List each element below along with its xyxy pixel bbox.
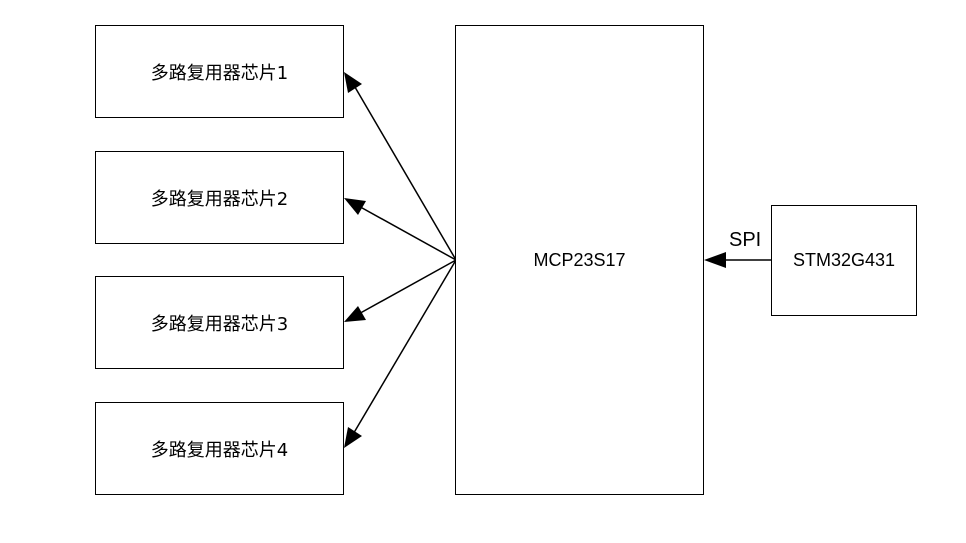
- arrowhead-mux-2: [344, 198, 366, 215]
- mux-chip-1-label: 多路复用器芯片1: [150, 62, 289, 84]
- mcu-box: STM32G431: [771, 205, 917, 316]
- connector-expander-to-mux-2: [354, 203, 457, 261]
- connector-expander-to-mux-3: [354, 259, 457, 317]
- mux-chip-2-box: 多路复用器芯片2: [95, 151, 344, 244]
- io-expander-box: MCP23S17: [455, 25, 704, 495]
- io-expander-label: MCP23S17: [533, 249, 626, 270]
- mux-chip-4-label: 多路复用器芯片4: [150, 439, 289, 461]
- mux-chip-3-box: 多路复用器芯片3: [95, 276, 344, 369]
- mux-chip-4-box: 多路复用器芯片4: [95, 402, 344, 495]
- arrowhead-mux-1: [344, 72, 362, 93]
- arrowhead-mux-4: [344, 427, 362, 448]
- mux-chip-3-label: 多路复用器芯片3: [150, 313, 289, 335]
- mux-chip-2-label: 多路复用器芯片2: [150, 188, 289, 210]
- connector-expander-to-mux-4: [351, 259, 457, 437]
- mux-chip-1-box: 多路复用器芯片1: [95, 25, 344, 118]
- spi-bus-label: SPI: [729, 229, 762, 251]
- connector-expander-to-mux-1: [351, 81, 457, 261]
- arrowhead-mux-3: [344, 306, 366, 322]
- mcu-label: STM32G431: [792, 250, 896, 270]
- arrowhead-expander: [704, 252, 726, 268]
